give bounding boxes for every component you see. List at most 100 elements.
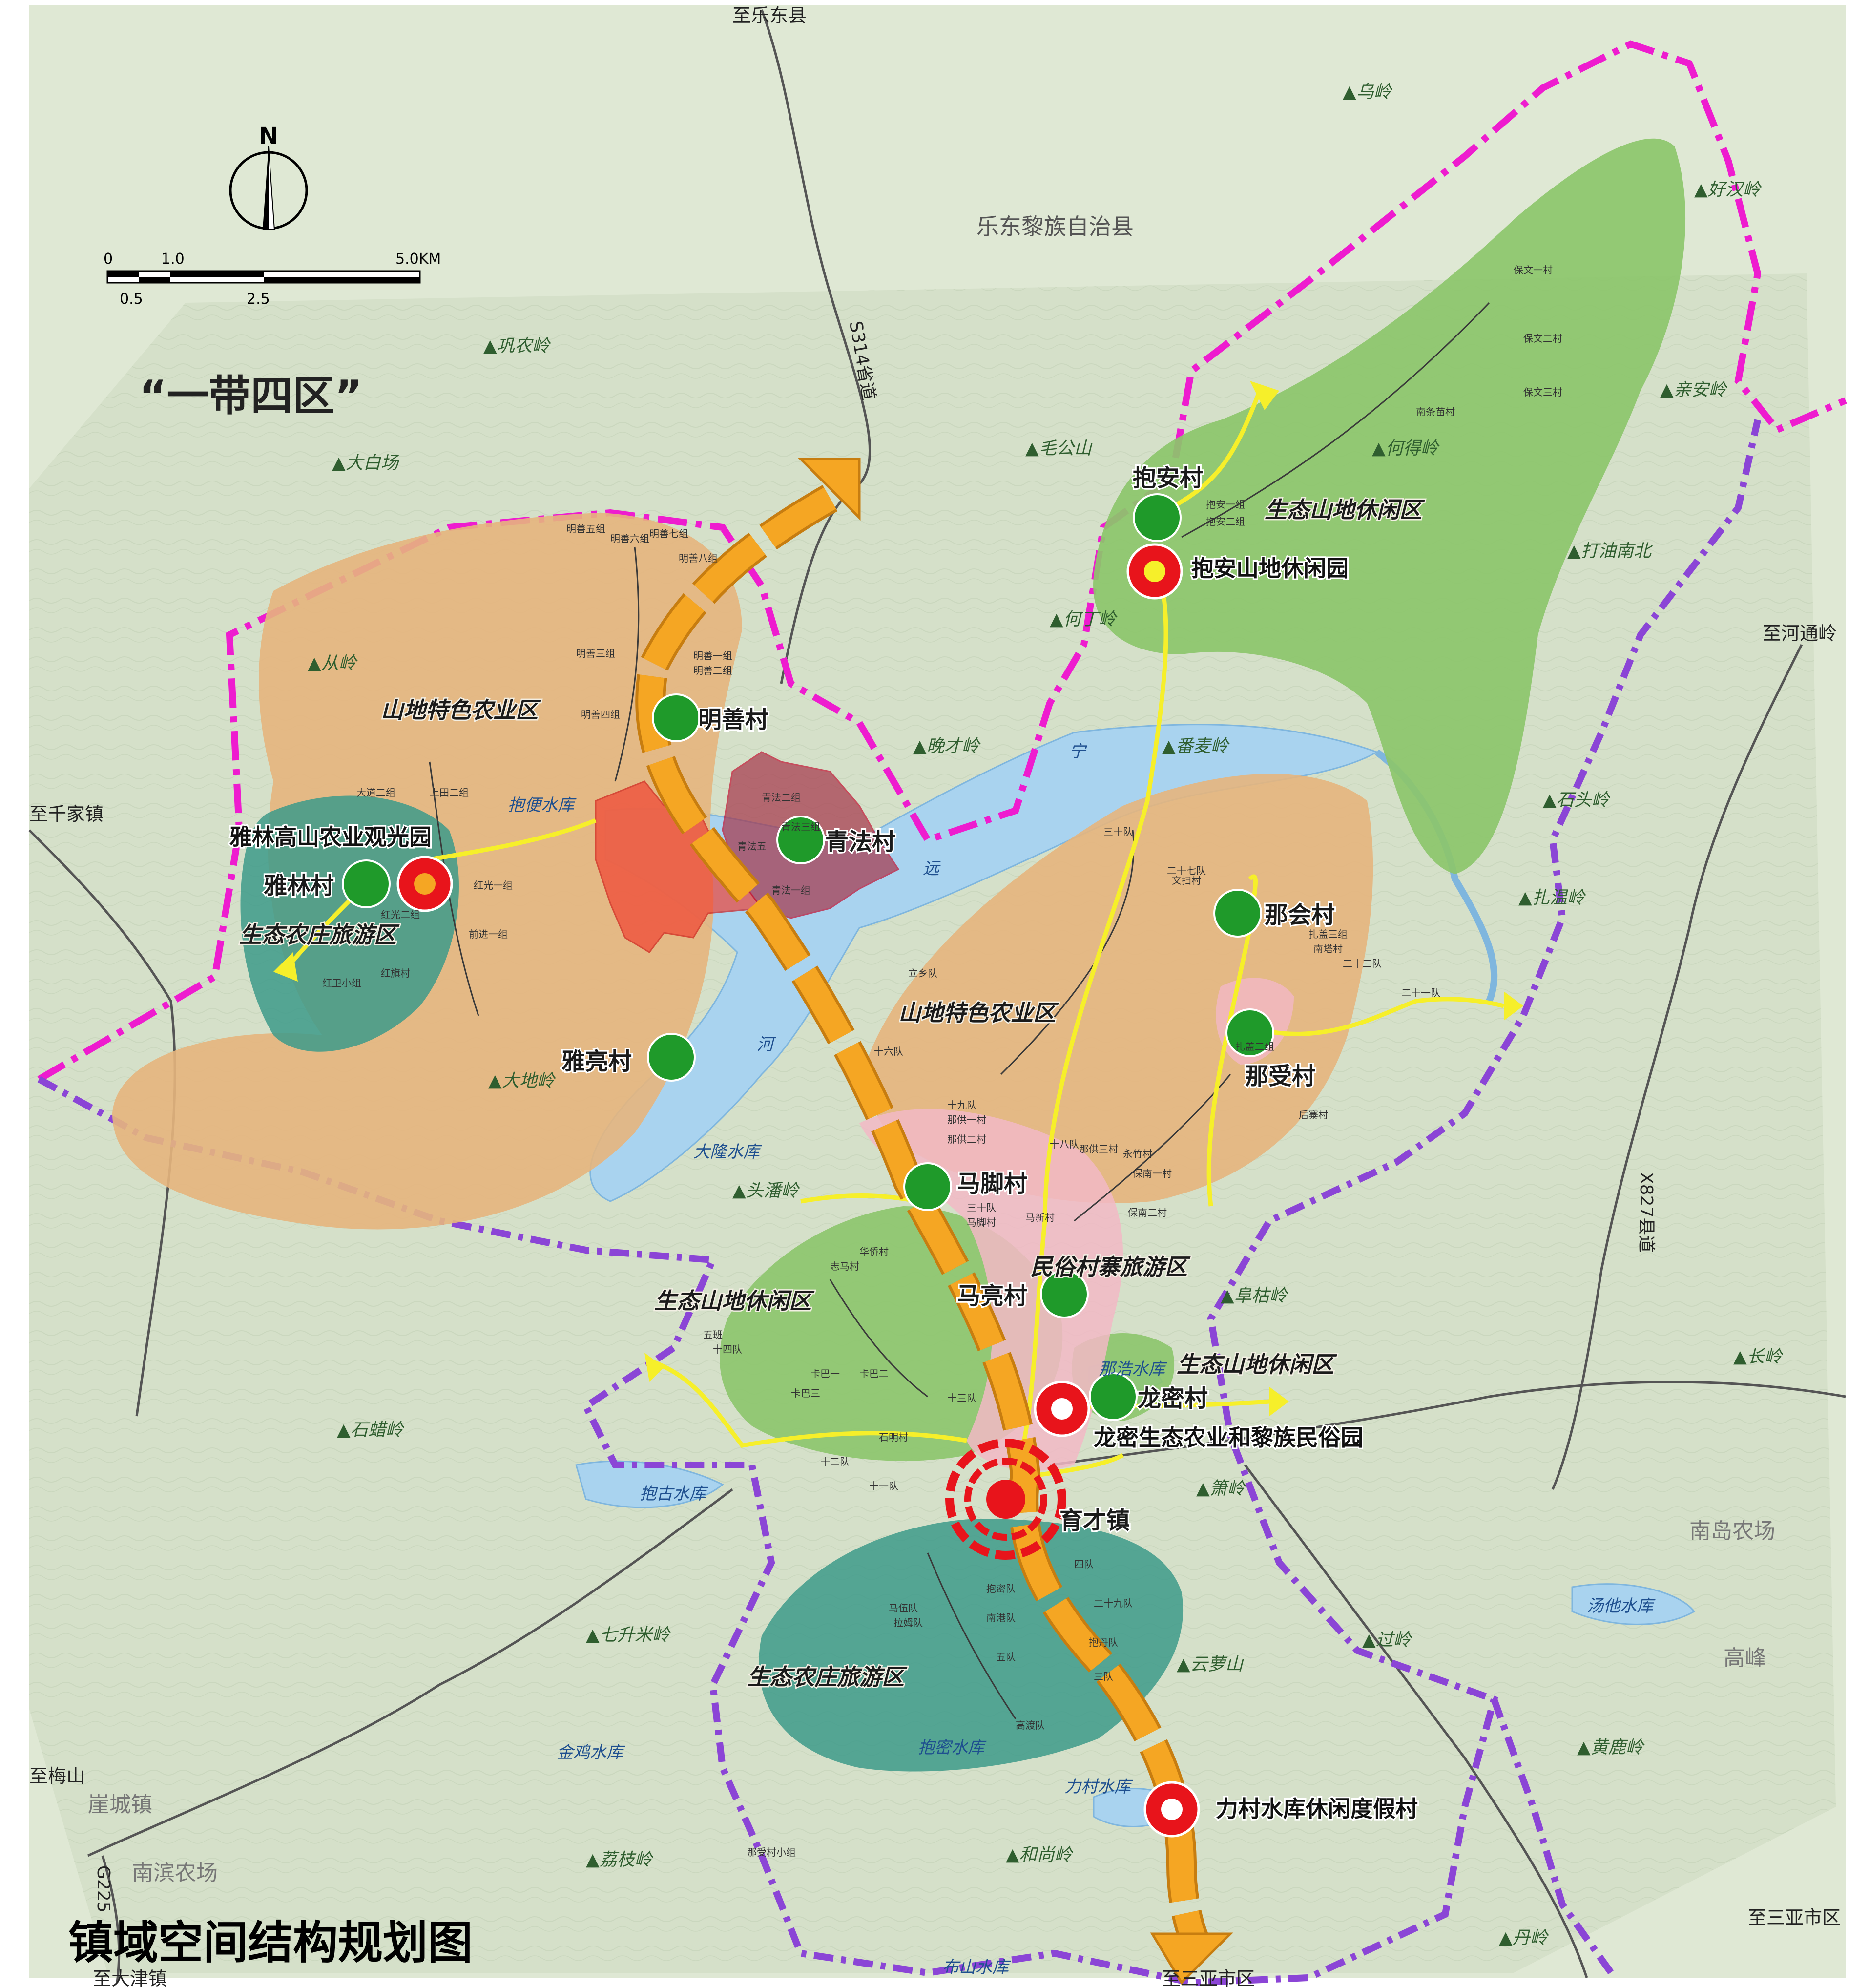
park-nodes [396, 543, 1200, 1838]
label-da-long: 大隆水库 [693, 1142, 762, 1162]
axis-arrow-north [797, 458, 861, 521]
node-baoan-park [1126, 543, 1183, 600]
town-boundary-south [1491, 1698, 1614, 1975]
minor-label: 文扫村 [1172, 875, 1201, 886]
label-zone-folk: 民俗村寨旅游区 [1030, 1254, 1191, 1280]
slogan: “一带四区” [139, 372, 362, 420]
label-zha-wen-ling: ▲扎温岭 [1518, 888, 1586, 908]
node-longmi [1089, 1372, 1138, 1421]
label-to-he-tong-ling: 至河通岭 [1763, 623, 1837, 644]
minor-label: 二十二队 [1343, 958, 1382, 969]
minor-label: 华侨村 [859, 1246, 889, 1257]
arrow-e2 [1269, 1387, 1289, 1416]
minor-label: 三队 [1094, 1671, 1113, 1682]
arrow-e [1504, 991, 1523, 1021]
minor-label: 三十队 [1103, 826, 1133, 837]
minor-label: 那供二村 [947, 1133, 986, 1145]
node-baoan [1133, 493, 1182, 542]
label-to-ledong: 至乐东县 [732, 5, 807, 26]
route-arrows [273, 381, 1523, 1416]
label-to-da-jin: 至大津镇 [93, 1968, 167, 1988]
label-longmi: 龙密村 [1138, 1385, 1208, 1412]
node-nashou [1225, 1008, 1274, 1057]
minor-label: 保文一村 [1514, 264, 1553, 276]
label-mao-gong-shan: ▲毛公山 [1025, 439, 1093, 459]
scale-tick-2-5: 2.5 [247, 291, 270, 308]
label-qi-sheng-mi-ling: ▲七升米岭 [586, 1625, 671, 1645]
minor-label: 红光一组 [474, 879, 513, 891]
minor-label: 志马村 [830, 1260, 859, 1272]
label-tang-ta: 汤他水库 [1587, 1596, 1656, 1616]
label-li-cun: 力村水库 [1064, 1777, 1133, 1797]
minor-label: 保文二村 [1523, 333, 1562, 344]
minor-label: 十八队 [1050, 1138, 1079, 1150]
road-west-1 [28, 829, 176, 1417]
label-shi-tou-ling: ▲石头岭 [1543, 790, 1611, 810]
label-licun-park: 力村水库休闲度假村 [1216, 1796, 1418, 1822]
label-bao-bian: 抱便水库 [508, 795, 577, 815]
minor-label: 保文三村 [1523, 386, 1562, 398]
village-nodes [342, 493, 1274, 1421]
arrow-w2 [644, 1353, 664, 1382]
label-da-di-ling: ▲大地岭 [488, 1071, 556, 1091]
label-da-bai-chang: ▲大白场 [332, 453, 400, 473]
label-nashou: 那受村 [1245, 1063, 1315, 1090]
label-to-mei-shan: 至梅山 [29, 1765, 85, 1787]
label-zone-eco-farm-west: 生态农庄旅游区 [239, 921, 400, 948]
minor-label: 永竹村 [1123, 1148, 1152, 1160]
node-mingshan [652, 693, 701, 742]
node-qingfa [776, 816, 825, 864]
road-south-west [87, 1488, 733, 1857]
label-shi-xie-ling: ▲石蜡岭 [337, 1420, 405, 1440]
label-zone-eco-leisure-ne: 生态山地休闲区 [1265, 497, 1425, 523]
label-zone-agri-east: 山地特色农业区 [898, 1000, 1059, 1026]
minor-label: 大道二组 [356, 787, 395, 798]
minor-label: 南港队 [986, 1612, 1016, 1624]
minor-label: 明善八组 [679, 552, 718, 564]
minor-label: 卡巴二 [859, 1368, 889, 1380]
zone-folk [859, 1109, 1123, 1471]
label-maliang: 马亮村 [957, 1282, 1027, 1310]
minor-label: 五队 [996, 1651, 1016, 1663]
road-s314 [760, 9, 872, 684]
minor-label: 石明村 [879, 1431, 908, 1443]
minor-label: 那受村小组 [747, 1846, 796, 1858]
minor-label: 红旗村 [381, 967, 410, 979]
label-to-qian-jia: 至千家镇 [29, 803, 104, 825]
map-title: 镇域空间结构规划图 [68, 1917, 473, 1969]
node-yalin [342, 859, 391, 908]
minor-label: 明善四组 [581, 709, 620, 720]
minor-label: 二十一队 [1401, 987, 1440, 999]
node-majiao [903, 1162, 952, 1211]
road-x827 [1551, 644, 1803, 1490]
label-nan-bin-farm: 南滨农场 [132, 1861, 218, 1885]
label-wu-ling: ▲乌岭 [1343, 82, 1393, 102]
node-nahui [1213, 889, 1262, 938]
label-road-g225: G225 [93, 1865, 113, 1913]
minor-label: 卡巴一 [810, 1368, 840, 1380]
roads [28, 9, 1846, 1983]
label-cong-ling: ▲从岭 [308, 653, 358, 673]
minor-label: 那供三村 [1079, 1143, 1118, 1155]
zone-eco-leisure-mid [720, 1206, 1063, 1461]
node-yucai-town [945, 1439, 1066, 1560]
label-river-ning: 宁 [1069, 742, 1087, 761]
label-majiao: 马脚村 [957, 1170, 1027, 1197]
label-yalin: 雅林村 [264, 872, 334, 900]
minor-label: 三十队 [967, 1202, 996, 1214]
label-zone-eco-leisure-mid: 生态山地休闲区 [654, 1288, 815, 1314]
zone-agri-east [868, 774, 1373, 1203]
minor-label: 前进一组 [469, 928, 508, 940]
label-jin-ji: 金鸡水库 [557, 1743, 625, 1762]
label-li-zhi-ling: ▲荔枝岭 [586, 1850, 654, 1870]
development-axis [635, 458, 1234, 1985]
label-baoan-park: 抱安山地休闲园 [1191, 555, 1349, 582]
minor-label: 明善六组 [610, 533, 649, 544]
label-nahui: 那会村 [1265, 901, 1335, 929]
label-dan-ling: ▲丹岭 [1499, 1928, 1549, 1948]
minor-label: 十一队 [869, 1480, 898, 1492]
minor-label: 保南二村 [1128, 1207, 1167, 1218]
minor-label: 十三队 [947, 1392, 976, 1404]
minor-label: 保南一村 [1133, 1168, 1172, 1179]
label-yucai: 育才镇 [1059, 1507, 1130, 1534]
